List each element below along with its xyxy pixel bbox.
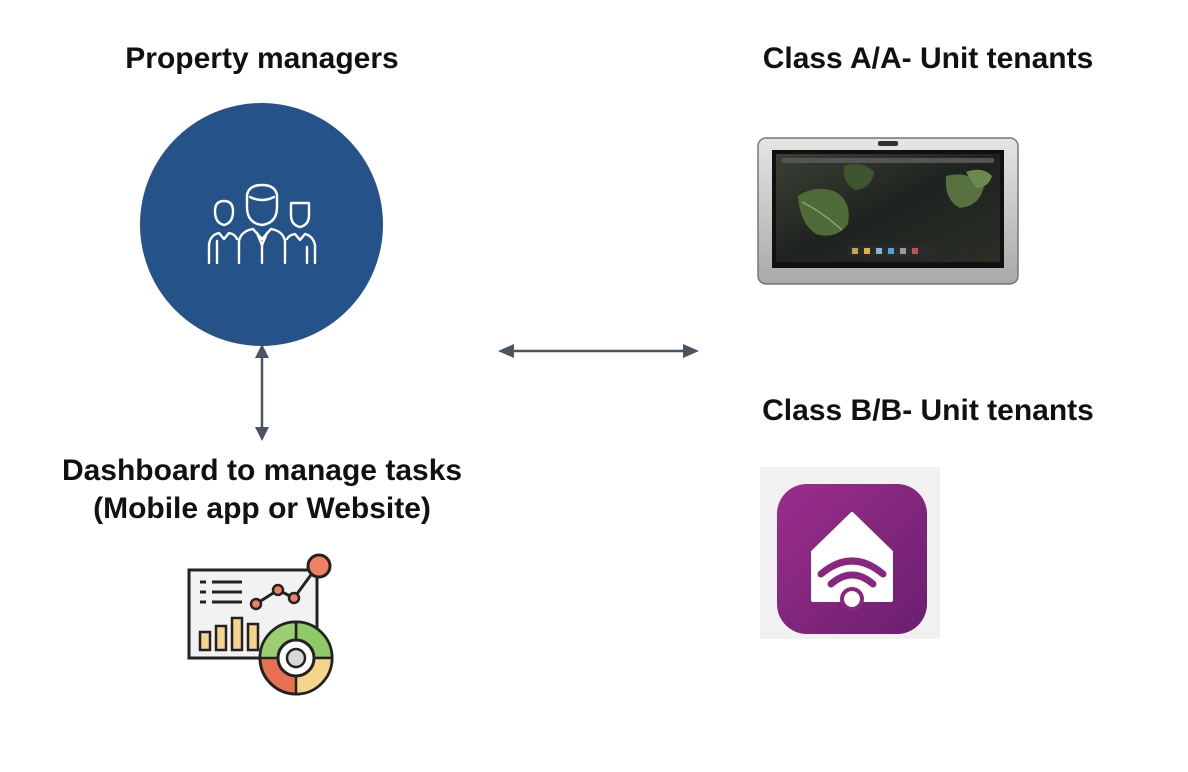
manager-tenants-arrow: [498, 344, 699, 358]
smart-home-app-icon: [777, 484, 927, 634]
dashboard-label-line1: Dashboard to manage tasks: [61, 454, 463, 487]
smart-tablet-image: [757, 137, 1019, 285]
analytics-dashboard-icon: [187, 553, 334, 696]
property-managers-node: [140, 103, 383, 346]
people-group-icon: [207, 183, 316, 264]
dashboard-label: Dashboard to manage tasks (Mobile app or…: [22, 452, 502, 528]
dashboard-label-line2: (Mobile app or Website): [93, 492, 431, 525]
property-managers-label: Property managers: [125, 42, 399, 75]
class-a-tenants-label: Class A/A- Unit tenants: [762, 42, 1094, 75]
manager-dashboard-arrow: [255, 344, 269, 441]
class-b-tenants-label: Class B/B- Unit tenants: [762, 394, 1094, 427]
